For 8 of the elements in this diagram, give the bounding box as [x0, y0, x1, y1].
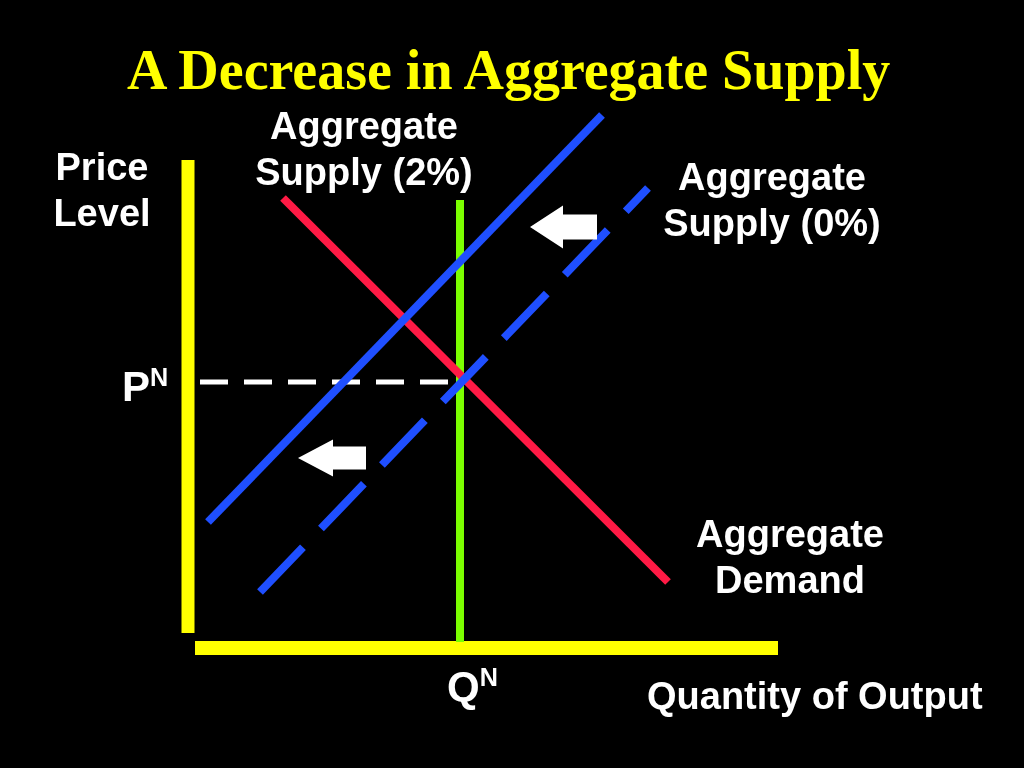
title: A Decrease in Aggregate Supply [127, 40, 891, 102]
curve-label: Aggregate Demand [695, 512, 885, 603]
axis-tick-label: Q$^{N}$ [447, 666, 498, 708]
curve-label: Aggregate Supply (2%) [254, 104, 474, 195]
curve-label: Aggregate Supply (0%) [662, 155, 882, 246]
axis-title: Price Level [52, 145, 152, 236]
axis-title: Quantity of Output [647, 674, 983, 719]
axis-tick-label: P$^{N}$ [122, 366, 169, 408]
